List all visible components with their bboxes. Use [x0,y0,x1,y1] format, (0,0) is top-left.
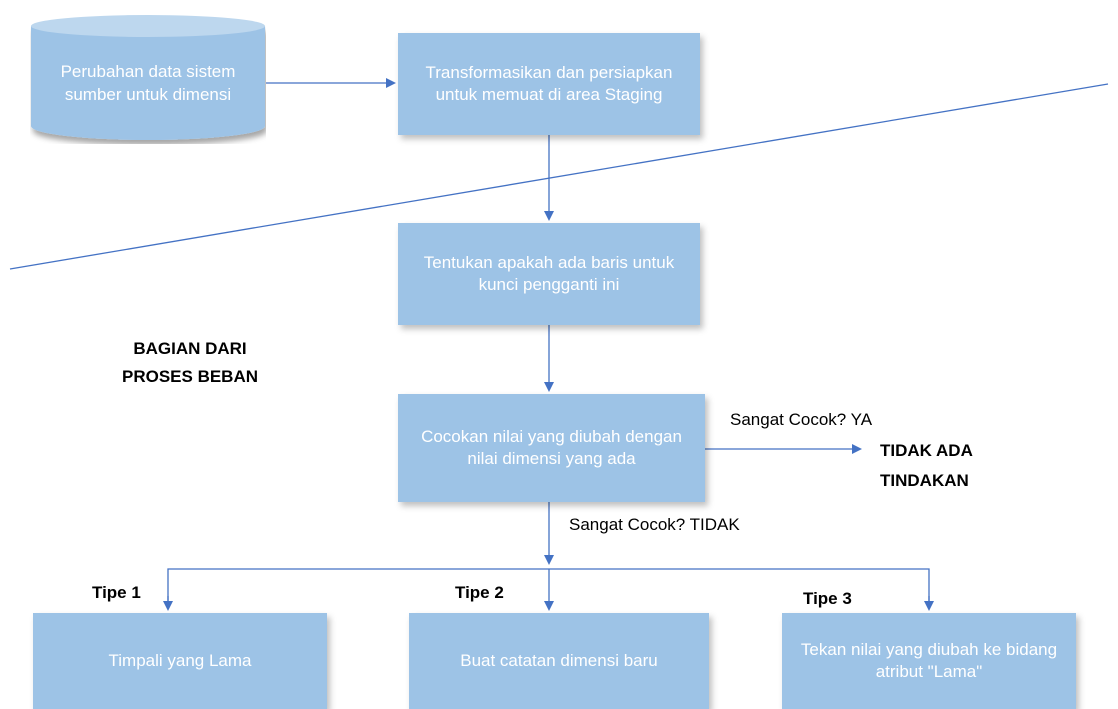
section-heading-line2: PROSES BEBAN [121,367,259,386]
section-heading-line1: BAGIAN DARI [133,339,247,358]
source-label: Perubahan data sistem sumber untuk dimen… [60,62,236,104]
boundary-line [9,83,1109,270]
source-data-cylinder: Perubahan data sistem sumber untuk dimen… [30,14,266,144]
match-values-box: Cocokan nilai yang diubah dengan nilai d… [398,394,705,502]
no-action-line1: TIDAK ADA [880,441,973,460]
type3-box: Tekan nilai yang diubah ke bidang atribu… [782,613,1076,709]
match-label: Cocokan nilai yang diubah dengan nilai d… [421,427,682,468]
type2-heading: Tipe 2 [455,583,504,602]
type1-heading: Tipe 1 [92,583,141,602]
database-icon [31,15,265,140]
transform-label: Transformasikan dan persiapkan untuk mem… [425,63,673,104]
section-heading: BAGIAN DARI PROSES BEBAN [110,335,270,391]
determine-row-box: Tentukan apakah ada baris untuk kunci pe… [398,223,700,325]
type2-box: Buat catatan dimensi baru [409,613,709,709]
type3-box-label: Tekan nilai yang diubah ke bidang atribu… [800,640,1058,681]
match-yes-label: Sangat Cocok? YA [730,410,873,429]
no-action-line2: TINDAKAN [880,471,969,490]
no-action-label: TIDAK ADA TINDAKAN [880,436,973,496]
type3-heading: Tipe 3 [803,589,852,608]
type1-box-label: Timpali yang Lama [108,651,252,670]
match-no-label: Sangat Cocok? TIDAK [569,515,740,534]
determine-label: Tentukan apakah ada baris untuk kunci pe… [423,253,675,294]
type2-box-label: Buat catatan dimensi baru [460,651,658,670]
type1-box: Timpali yang Lama [33,613,327,709]
transform-box: Transformasikan dan persiapkan untuk mem… [398,33,700,135]
